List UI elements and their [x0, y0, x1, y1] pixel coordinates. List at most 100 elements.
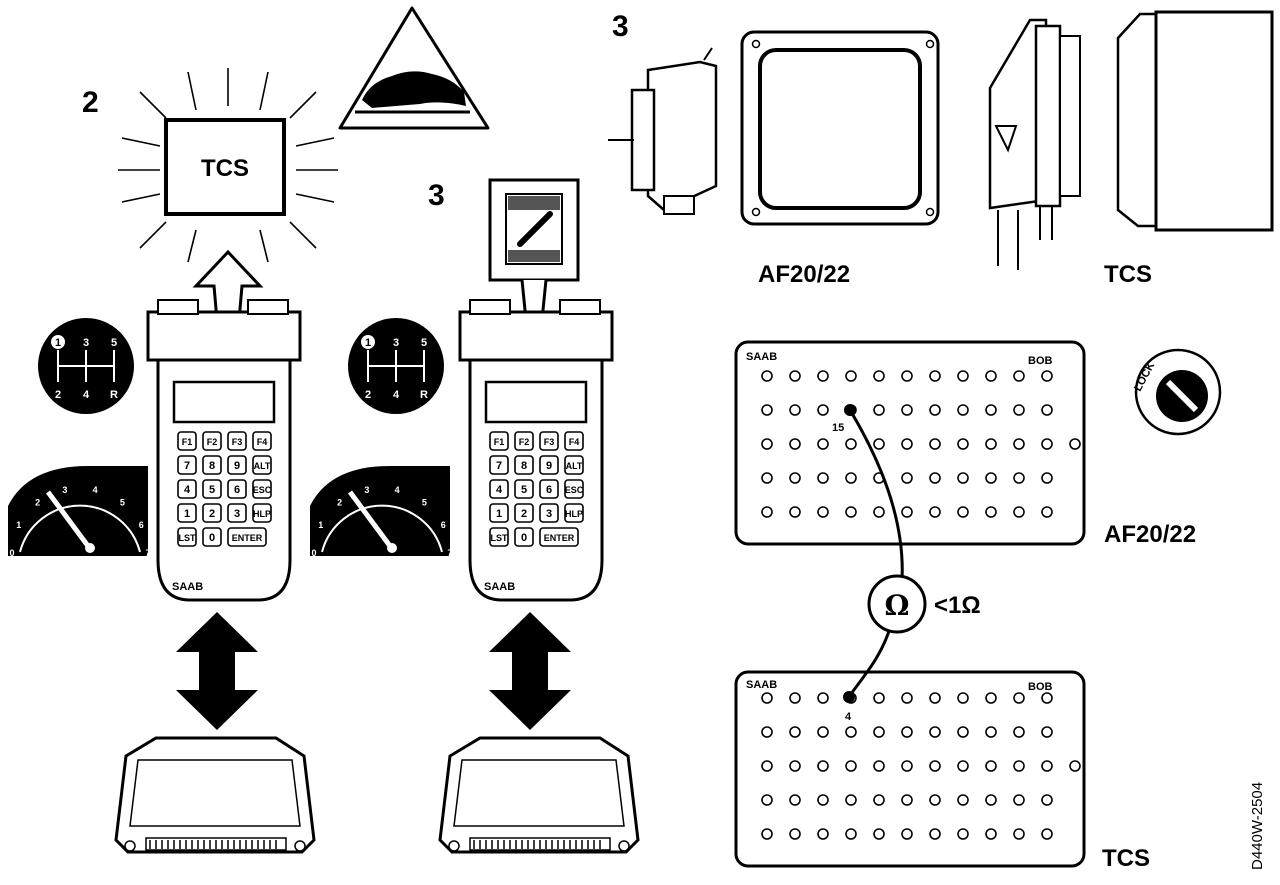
bob-pin: [985, 726, 997, 738]
bob-tcs-brand: SAAB: [746, 679, 777, 691]
bob-pin: [1013, 438, 1025, 450]
svg-text:ALT: ALT: [254, 461, 271, 471]
svg-text:3: 3: [393, 337, 399, 349]
keypad-key: 6: [227, 479, 247, 499]
svg-text:F3: F3: [544, 437, 555, 447]
bob-pin: [1041, 370, 1053, 382]
bob-pin: [1041, 794, 1053, 806]
ignition-lock-icon: LOCK: [1132, 348, 1222, 436]
bob-pin: [901, 506, 913, 518]
svg-text:3: 3: [83, 337, 89, 349]
tester-brand: SAAB: [172, 581, 203, 593]
svg-text:HLP: HLP: [253, 509, 271, 519]
svg-text:3: 3: [364, 485, 369, 495]
bob-pin: [845, 472, 857, 484]
bob-pin: [901, 828, 913, 840]
bob-pin: [1041, 506, 1053, 518]
bob-tcs-pin-label: 4: [845, 711, 852, 723]
svg-text:5: 5: [521, 484, 527, 496]
bob-tcs-tag: BOB: [1028, 681, 1053, 693]
svg-text:F3: F3: [232, 437, 243, 447]
svg-text:3: 3: [62, 485, 67, 495]
keypad-key: 4: [177, 479, 197, 499]
bob-pin: [873, 370, 885, 382]
bob-pin: [985, 692, 997, 704]
bob-pin: [929, 692, 941, 704]
svg-text:0: 0: [9, 548, 14, 558]
bob-pin: [845, 794, 857, 806]
bob-af-brand: SAAB: [746, 351, 777, 363]
keypad-key: F4: [252, 431, 272, 451]
keypad-key: F4: [564, 431, 584, 451]
svg-text:9: 9: [234, 460, 240, 472]
bob-pin: [789, 692, 801, 704]
bob-pin: [1013, 828, 1025, 840]
bob-pin: [761, 828, 773, 840]
bob-pin: [901, 472, 913, 484]
bob-pin: [929, 472, 941, 484]
svg-text:HLP: HLP: [565, 509, 583, 519]
svg-text:ESC: ESC: [565, 485, 584, 495]
bob-pin: [957, 370, 969, 382]
control-module-right: [438, 736, 640, 854]
tcs-warning-lamp: TCS: [118, 68, 338, 263]
bob-pin: [901, 404, 913, 416]
svg-text:9: 9: [546, 460, 552, 472]
ohm-reading: <1Ω: [934, 592, 981, 619]
svg-text:ESC: ESC: [253, 485, 272, 495]
bob-pin: [761, 506, 773, 518]
svg-text:1: 1: [318, 520, 323, 530]
bob-pin: [1041, 726, 1053, 738]
warning-triangle-icon: [338, 6, 490, 130]
measurement-wire: [843, 404, 904, 703]
bob-pin: [929, 726, 941, 738]
control-module-left: [114, 736, 316, 854]
bob-pin: [957, 472, 969, 484]
ohmmeter-icon: Ω: [867, 574, 927, 634]
bob-pin: [789, 828, 801, 840]
bob-pin: [761, 370, 773, 382]
bob-pin: [817, 438, 829, 450]
bob-pin: [873, 506, 885, 518]
svg-text:F1: F1: [494, 437, 505, 447]
bob-pin: [1041, 828, 1053, 840]
bob-pin: [817, 370, 829, 382]
svg-text:F4: F4: [569, 437, 580, 447]
keypad-key: 1: [177, 503, 197, 523]
keypad-key: 2: [202, 503, 222, 523]
svg-text:7: 7: [184, 460, 190, 472]
svg-text:F2: F2: [207, 437, 218, 447]
keypad-key: F1: [177, 431, 197, 451]
keypad-key: F2: [514, 431, 534, 451]
af-connector-label: AF20/22: [758, 261, 850, 288]
bob-pin: [873, 692, 885, 704]
bob-pin: [845, 370, 857, 382]
double-arrow-right-icon: [489, 612, 571, 730]
bob-pin: [873, 726, 885, 738]
svg-text:8: 8: [521, 460, 527, 472]
svg-text:4: 4: [496, 484, 503, 496]
bob-pin: [985, 370, 997, 382]
svg-text:0: 0: [521, 532, 527, 544]
bob-pin: [761, 692, 773, 704]
svg-text:7: 7: [447, 548, 452, 558]
svg-text:4: 4: [83, 389, 90, 401]
keypad-key: F3: [227, 431, 247, 451]
bob-pin: [789, 794, 801, 806]
bob-pin: [901, 438, 913, 450]
bob-pin: [957, 726, 969, 738]
keypad-key: 2: [514, 503, 534, 523]
keypad-key: F3: [539, 431, 559, 451]
bob-pin: [985, 404, 997, 416]
bob-pin: [901, 726, 913, 738]
bob-pin: [929, 760, 941, 772]
bob-pin: [873, 438, 885, 450]
svg-text:0: 0: [311, 548, 316, 558]
bob-pin: [761, 438, 773, 450]
bob-af-name: AF20/22: [1104, 521, 1196, 548]
keypad-key: 8: [514, 455, 534, 475]
keypad-key: 9: [227, 455, 247, 475]
svg-text:4: 4: [395, 485, 400, 495]
